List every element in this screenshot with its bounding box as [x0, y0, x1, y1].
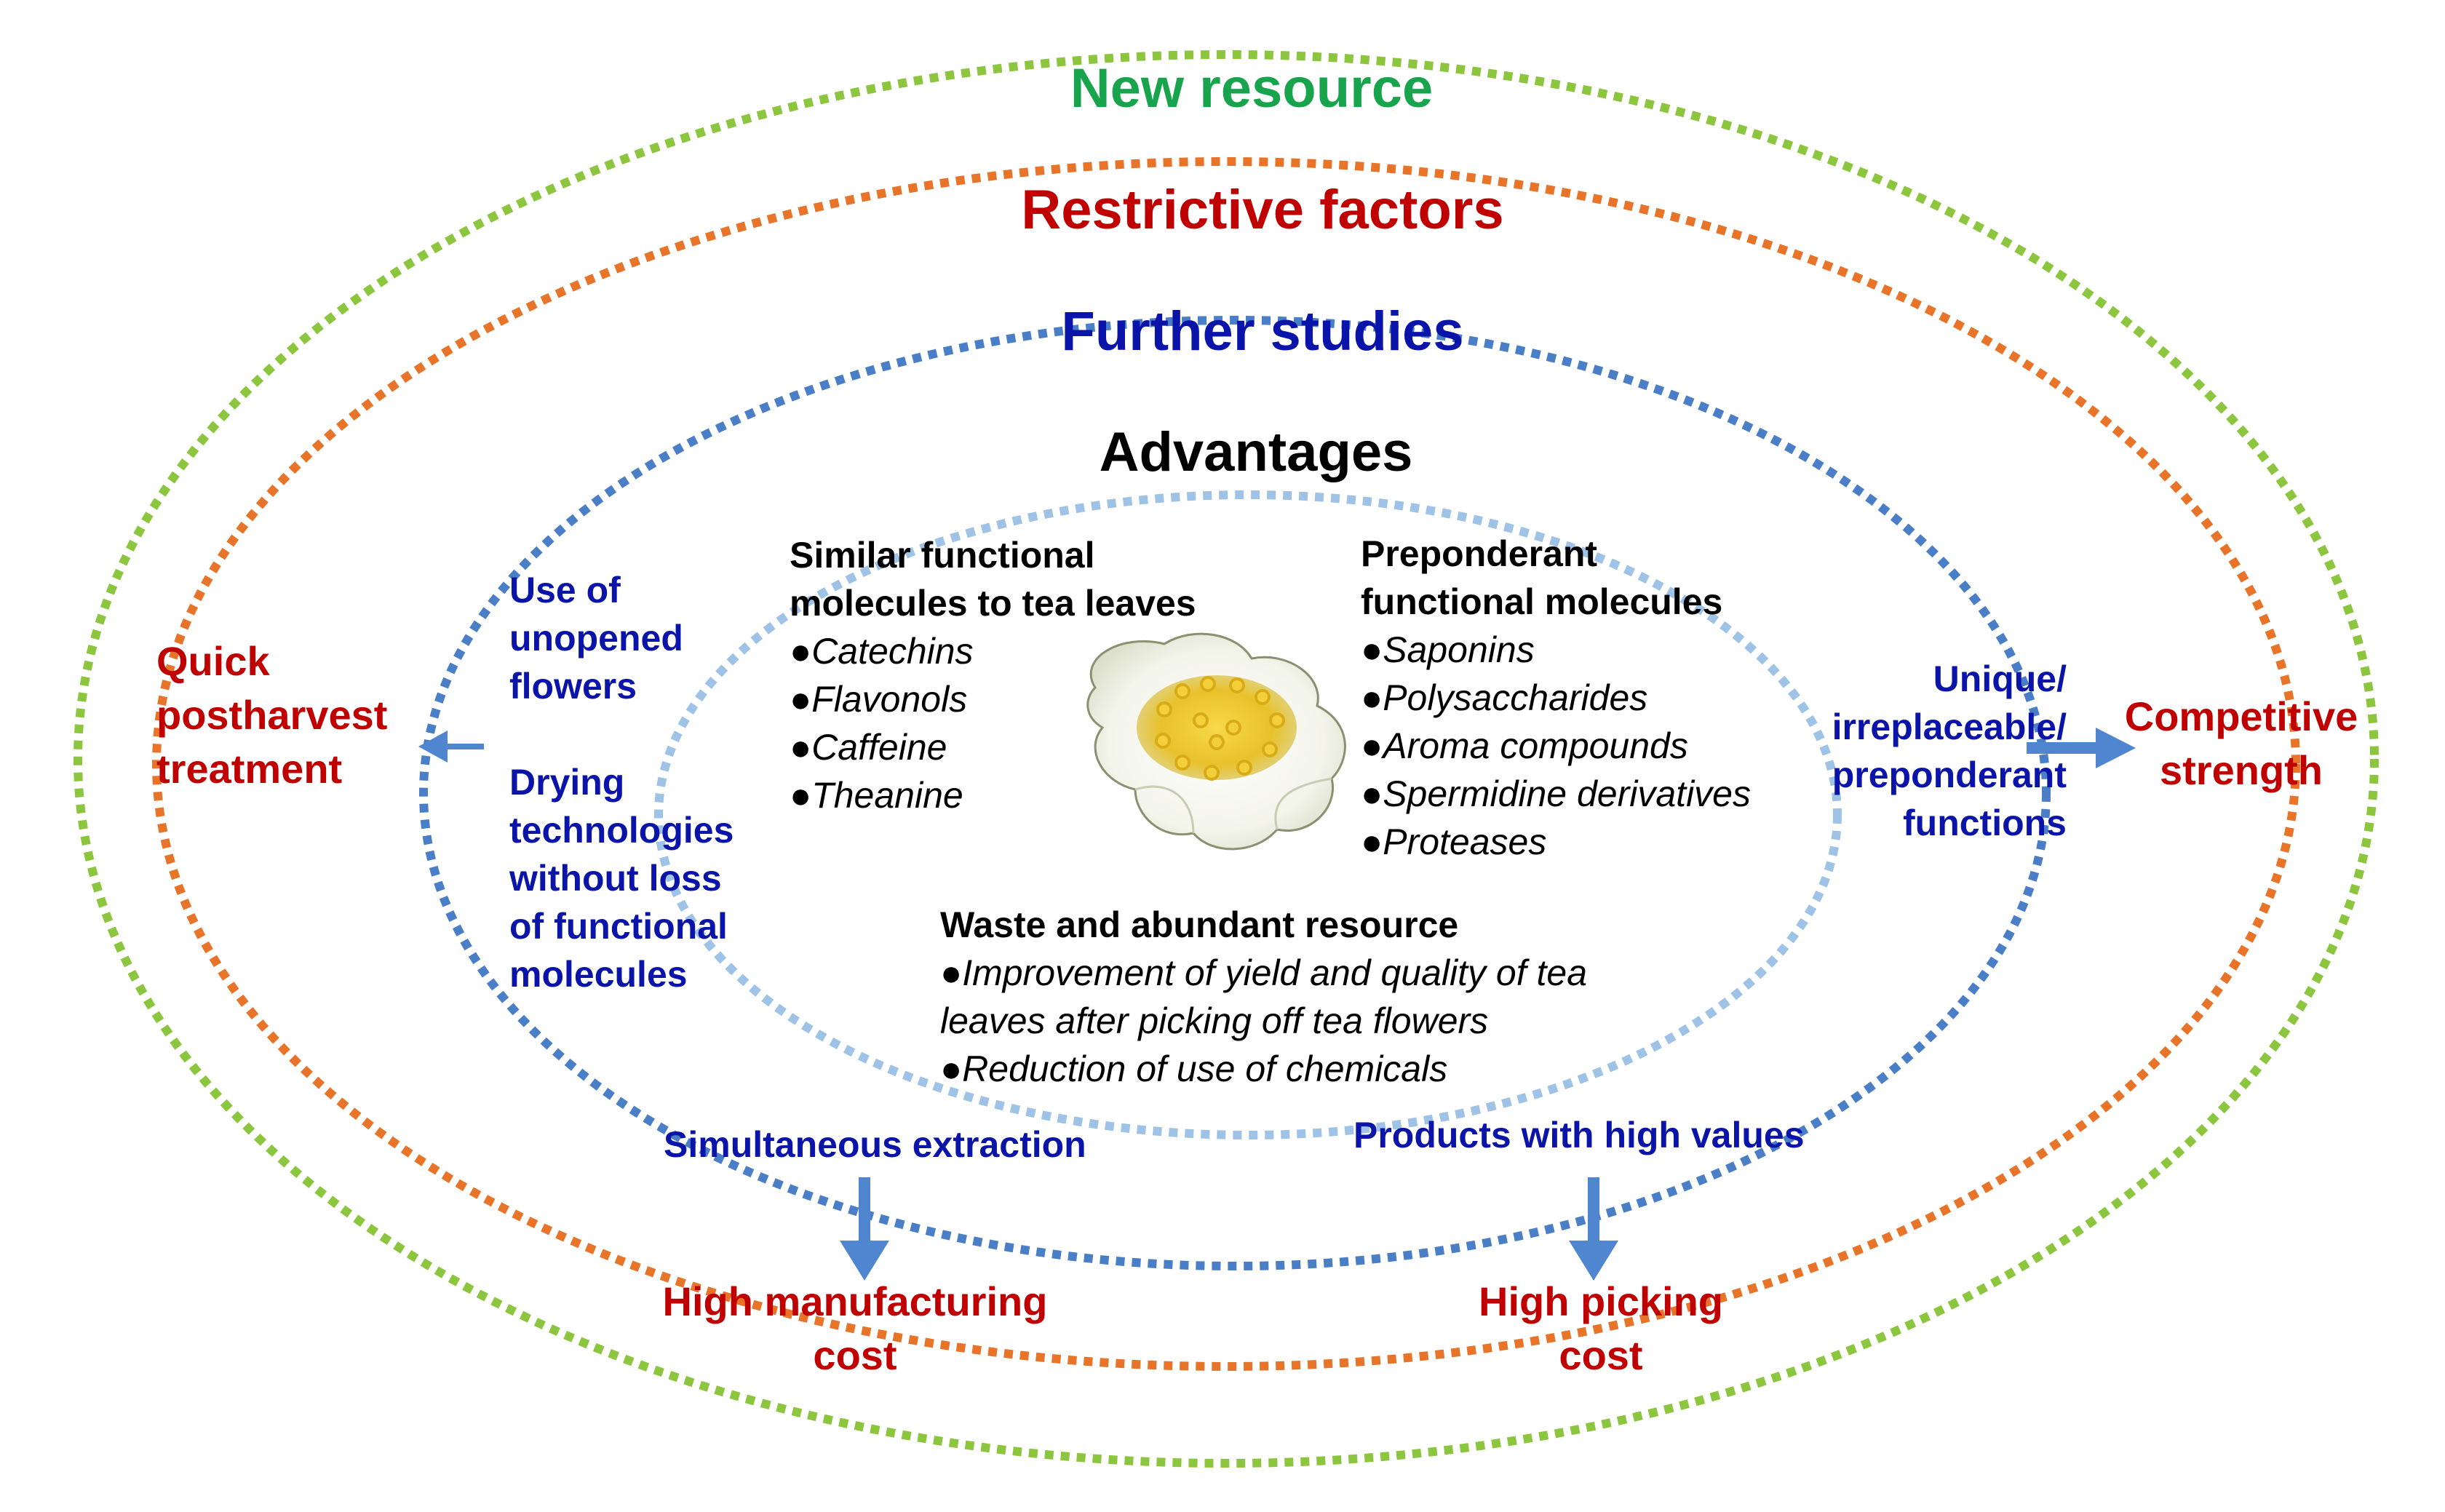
block-preponderant-molecules: Preponderant functional molecules ●Sapon… — [1361, 530, 1751, 866]
list-item-continuation: leaves after picking off tea flowers — [940, 1000, 1489, 1041]
similar-title-1: Similar functional — [790, 535, 1095, 576]
block-waste-resource: Waste and abundant resource ●Improvement… — [940, 901, 1587, 1093]
list-item: ●Flavonols — [790, 679, 968, 720]
title-new-resource: New resource — [1070, 57, 1434, 119]
ring-further-studies — [419, 316, 2051, 1270]
label-unique-functions: Unique/ irreplaceable/ preponderant func… — [1832, 658, 2067, 843]
similar-title-2: molecules to tea leaves — [790, 583, 1196, 624]
preponderant-title-2: functional molecules — [1361, 581, 1723, 622]
label-products-high-values: Products with high values — [1353, 1115, 1805, 1155]
title-restrictive-factors: Restrictive factors — [1021, 179, 1504, 241]
label-drying-technologies: Drying technologies without loss of func… — [509, 762, 734, 995]
label-unopened-flowers: Use of unopened flowers — [509, 570, 683, 707]
label-quick-postharvest: Quick postharvest treatment — [156, 638, 388, 792]
list-item: ●Caffeine — [790, 727, 947, 768]
ring-new-resource — [73, 50, 2379, 1468]
preponderant-title-1: Preponderant — [1361, 533, 1598, 574]
list-item: ●Reduction of use of chemicals — [940, 1049, 1448, 1089]
label-high-picking-cost: High picking cost — [1479, 1278, 1723, 1378]
list-item: ●Catechins — [790, 631, 974, 672]
waste-title: Waste and abundant resource — [940, 904, 1459, 945]
list-item: ●Improvement of yield and quality of tea — [940, 952, 1588, 993]
label-high-manufacturing-cost: High manufacturing cost — [662, 1278, 1048, 1378]
label-simultaneous-extraction: Simultaneous extraction — [664, 1124, 1086, 1165]
title-advantages: Advantages — [1099, 421, 1413, 483]
arrow-icon — [418, 728, 2136, 1281]
ring-restrictive-factors — [152, 157, 2300, 1371]
label-competitive-strength: Competitive strength — [2124, 693, 2358, 793]
list-item: ●Theanine — [790, 775, 963, 816]
list-item: ●Spermidine derivatives — [1361, 773, 1751, 814]
block-similar-molecules: Similar functional molecules to tea leav… — [790, 531, 1196, 819]
title-further-studies: Further studies — [1061, 301, 1464, 362]
list-item: ●Polysaccharides — [1361, 677, 1648, 718]
tea-flower-icon — [1086, 632, 1346, 851]
list-item: ●Proteases — [1361, 821, 1547, 862]
list-item: ●Aroma compounds — [1361, 725, 1688, 766]
list-item: ●Saponins — [1361, 629, 1535, 670]
ring-advantages — [654, 490, 1842, 1139]
